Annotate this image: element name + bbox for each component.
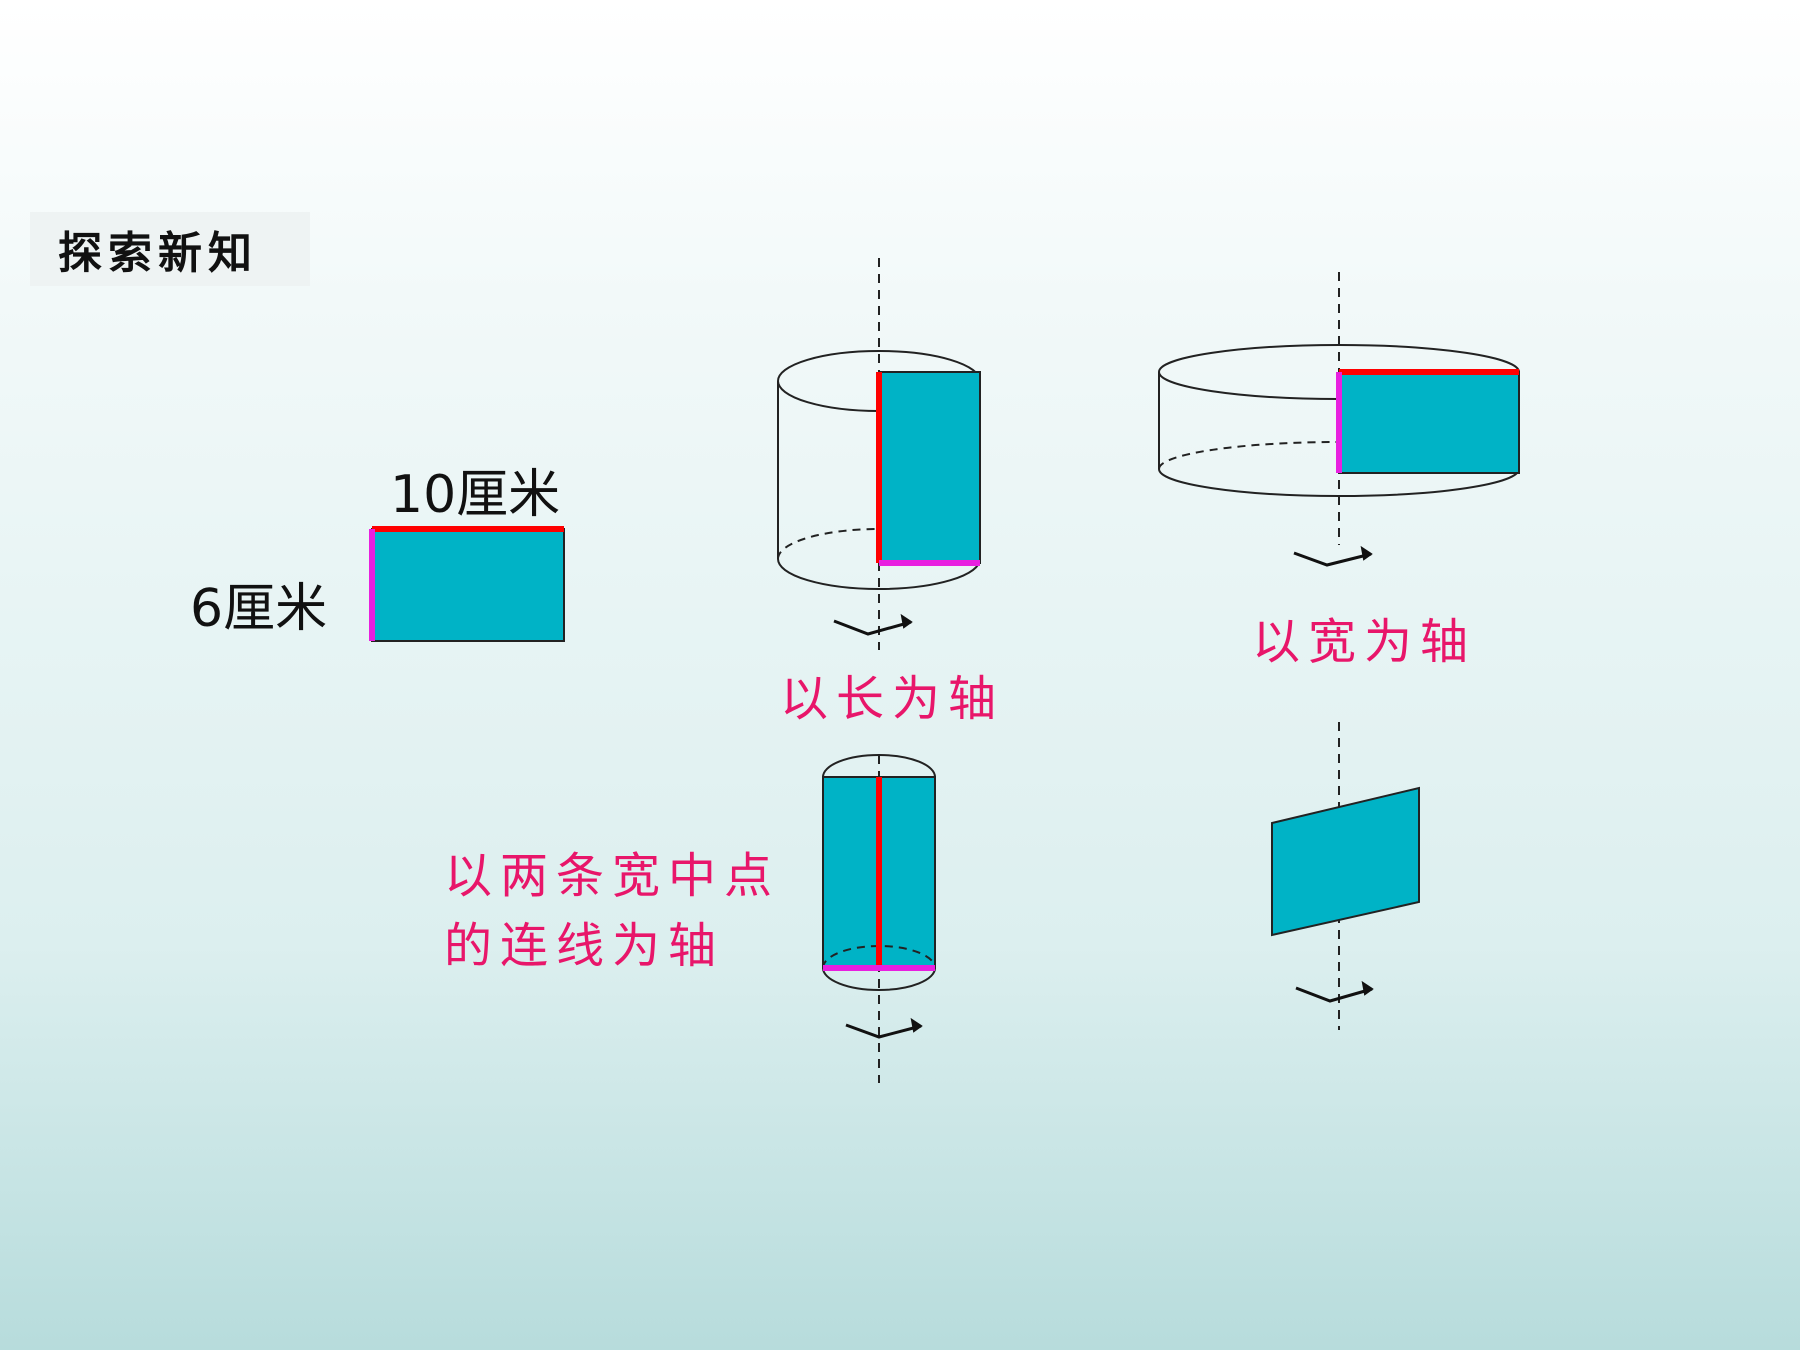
length-dimension-label: 10厘米	[390, 465, 561, 525]
section-title: 探索新知	[30, 212, 310, 286]
caption-width-axis: 以宽为轴	[1252, 614, 1477, 670]
caption-length-axis: 以长为轴	[780, 671, 1005, 727]
rotating-rectangle	[1271, 722, 1420, 1030]
cylinder-length-axis	[777, 258, 981, 650]
rotation-arrow-icon	[845, 1017, 923, 1039]
rotation-arrow-icon	[1293, 545, 1373, 567]
rotation-arrow-icon	[1295, 980, 1374, 1003]
width-dimension-label: 6厘米	[190, 579, 328, 639]
caption-midline-axis-line1: 以两条宽中点	[444, 848, 781, 904]
source-rectangle	[369, 526, 565, 642]
rotation-arrow-icon	[833, 613, 913, 636]
cylinder-midline-axis	[822, 754, 936, 1083]
caption-midline-axis-line2: 的连线为轴	[444, 918, 725, 974]
cylinder-width-axis	[1158, 272, 1520, 567]
